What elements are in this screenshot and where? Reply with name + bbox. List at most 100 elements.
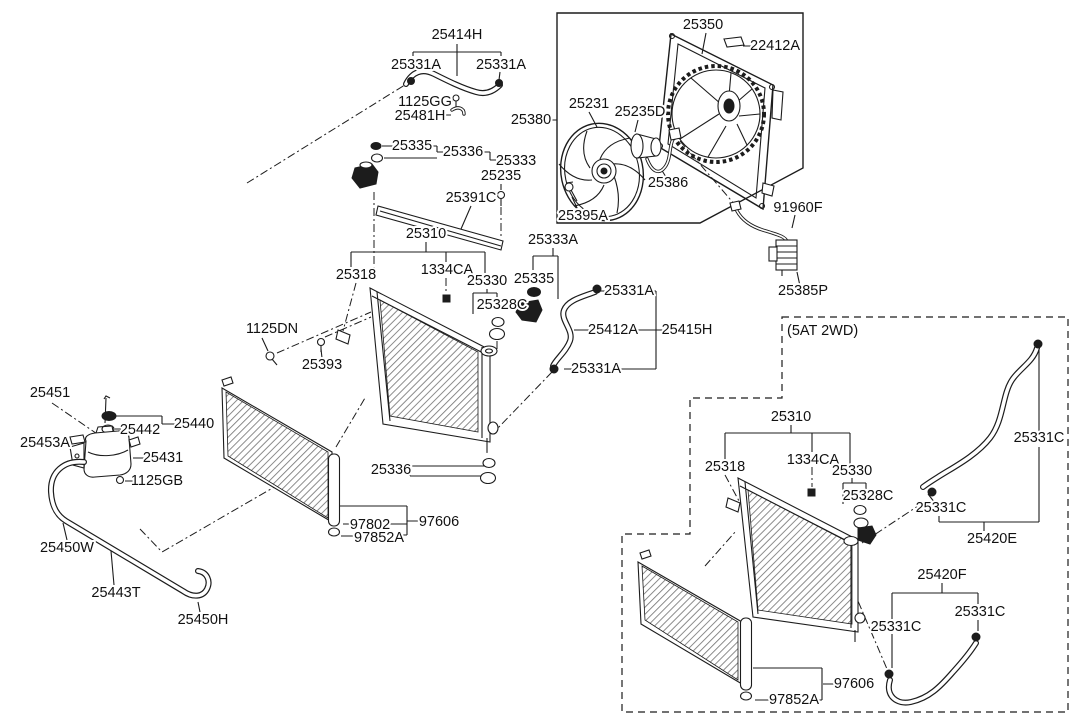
part-label-25336: 25336 — [371, 462, 411, 478]
bolt-1125gb-icon — [115, 475, 125, 485]
part-label-1334ca: 1334CA — [421, 262, 474, 278]
fan-resistor-drawing — [729, 200, 798, 276]
part-label-25450h: 25450H — [178, 612, 229, 628]
clip-1334ca-icon — [807, 488, 816, 497]
hose-clamp-icon — [549, 364, 559, 374]
part-label-91960f: 91960F — [773, 200, 822, 216]
part-label-25350: 25350 — [683, 17, 723, 33]
cap-25440-icon — [101, 411, 117, 421]
part-label-25318: 25318 — [705, 459, 745, 475]
bolt-icons — [265, 337, 326, 366]
hose-clamp-icon — [1033, 339, 1043, 349]
part-label-25420e: 25420E — [967, 531, 1017, 547]
fan-blade-drawing — [558, 122, 646, 222]
caution-label-22412a-icon — [723, 36, 745, 48]
part-label-25453a: 25453A — [20, 435, 70, 451]
part-label-97606: 97606 — [834, 676, 874, 692]
part-label-25386: 25386 — [648, 175, 688, 191]
part-label-1125gb: 1125GB — [131, 473, 183, 489]
part-label-25420f: 25420F — [917, 567, 966, 583]
part-label-25385p: 25385P — [778, 283, 828, 299]
fan-motor-drawing — [630, 127, 682, 174]
part-label-97606: 97606 — [419, 514, 459, 530]
radiator-5at-drawing — [725, 477, 877, 642]
variant-label-5at2wd: (5AT 2WD) — [787, 323, 858, 339]
drier-cap-icon — [739, 691, 753, 701]
part-label-25395a: 25395A — [558, 208, 608, 224]
screw-25395a-icon — [564, 181, 578, 202]
hose-clamp-icon — [495, 79, 503, 87]
upper-hose-drawing — [403, 68, 503, 116]
bolt-1125gg-icon — [452, 94, 460, 102]
filler-part-icon — [515, 299, 543, 323]
clip-25453a-icon — [69, 434, 86, 445]
ring-25336-icon — [370, 153, 384, 163]
oil-cooler-hoses-5at — [884, 339, 1043, 706]
receiver-drier — [739, 617, 753, 691]
reservoir-tank-drawing — [48, 395, 212, 599]
hose-clamp-icon — [407, 77, 415, 85]
part-label-25412a: 25412A — [588, 322, 638, 338]
part-label-25414h: 25414H — [432, 27, 483, 43]
part-label-25415h: 25415H — [662, 322, 713, 338]
part-label-25235d: 25235D — [615, 104, 666, 120]
cap-25335-icon — [370, 142, 382, 150]
part-label-25331c: 25331C — [916, 500, 967, 516]
filler-parts-drawing — [351, 142, 506, 251]
part-label-25331a: 25331A — [391, 57, 441, 73]
hose-clamp-icon — [884, 669, 894, 679]
part-label-1125gg: 1125GG — [398, 94, 452, 110]
part-label-25328c: 25328C — [477, 297, 528, 313]
hose-clamp-icon — [927, 487, 937, 497]
part-label-25335: 25335 — [514, 271, 554, 287]
filler-part-icon — [857, 525, 877, 545]
clip-1334ca-icon — [442, 294, 451, 303]
part-label-25391c: 25391C — [446, 190, 497, 206]
drier-cap-icon — [327, 527, 341, 537]
part-label-25331a: 25331A — [571, 361, 621, 377]
part-label-25331c: 25331C — [1014, 430, 1065, 446]
motor-connector — [668, 127, 682, 141]
bolt-1125dn-icon — [265, 351, 275, 361]
part-labels: 25414H 25331A 25331A 1125GG 25481H 25380… — [18, 15, 1066, 710]
reservoir-hose — [48, 458, 212, 599]
leader-lines — [62, 32, 1040, 701]
part-label-25330: 25330 — [467, 273, 507, 289]
part-label-25440: 25440 — [174, 416, 214, 432]
part-label-25481h: 25481H — [395, 108, 446, 124]
part-label-25331c: 25331C — [955, 604, 1006, 620]
bolt-25393-icon — [316, 337, 326, 347]
radiator-cap-parts — [442, 287, 543, 485]
part-label-25431: 25431 — [143, 450, 183, 466]
part-label-25310: 25310 — [771, 409, 811, 425]
cap-25335-icon — [527, 287, 541, 297]
part-label-25443t: 25443T — [91, 585, 140, 601]
part-label-25330: 25330 — [832, 463, 872, 479]
part-label-22412a: 22412A — [750, 38, 800, 54]
projection-lines — [51, 82, 922, 670]
condenser-drawing — [221, 376, 341, 537]
lower-hose-drawing — [549, 284, 602, 374]
receiver-drier — [327, 453, 341, 527]
condenser-5at-drawing — [637, 549, 753, 701]
part-label-97802: 97802 — [350, 517, 390, 533]
part-label-25318: 25318 — [336, 267, 376, 283]
part-label-25231: 25231 — [569, 96, 609, 112]
part-label-25333a: 25333A — [528, 232, 578, 248]
part-label-25331a: 25331A — [476, 57, 526, 73]
part-label-1125dn: 1125DN — [246, 321, 298, 337]
hose-clamp-icon — [971, 632, 981, 642]
part-label-25331a: 25331A — [604, 283, 654, 299]
reservoir-body — [83, 430, 132, 478]
part-label-25451: 25451 — [30, 385, 70, 401]
part-label-25393: 25393 — [302, 357, 342, 373]
part-label-25335: 25335 — [392, 138, 432, 154]
part-label-25235: 25235 — [481, 168, 521, 184]
fan-shroud-drawing — [656, 32, 784, 211]
part-label-25331c: 25331C — [871, 619, 922, 635]
screw-25235-icon — [496, 190, 506, 200]
radiator-drawing — [335, 287, 499, 452]
part-label-25333: 25333 — [496, 153, 536, 169]
